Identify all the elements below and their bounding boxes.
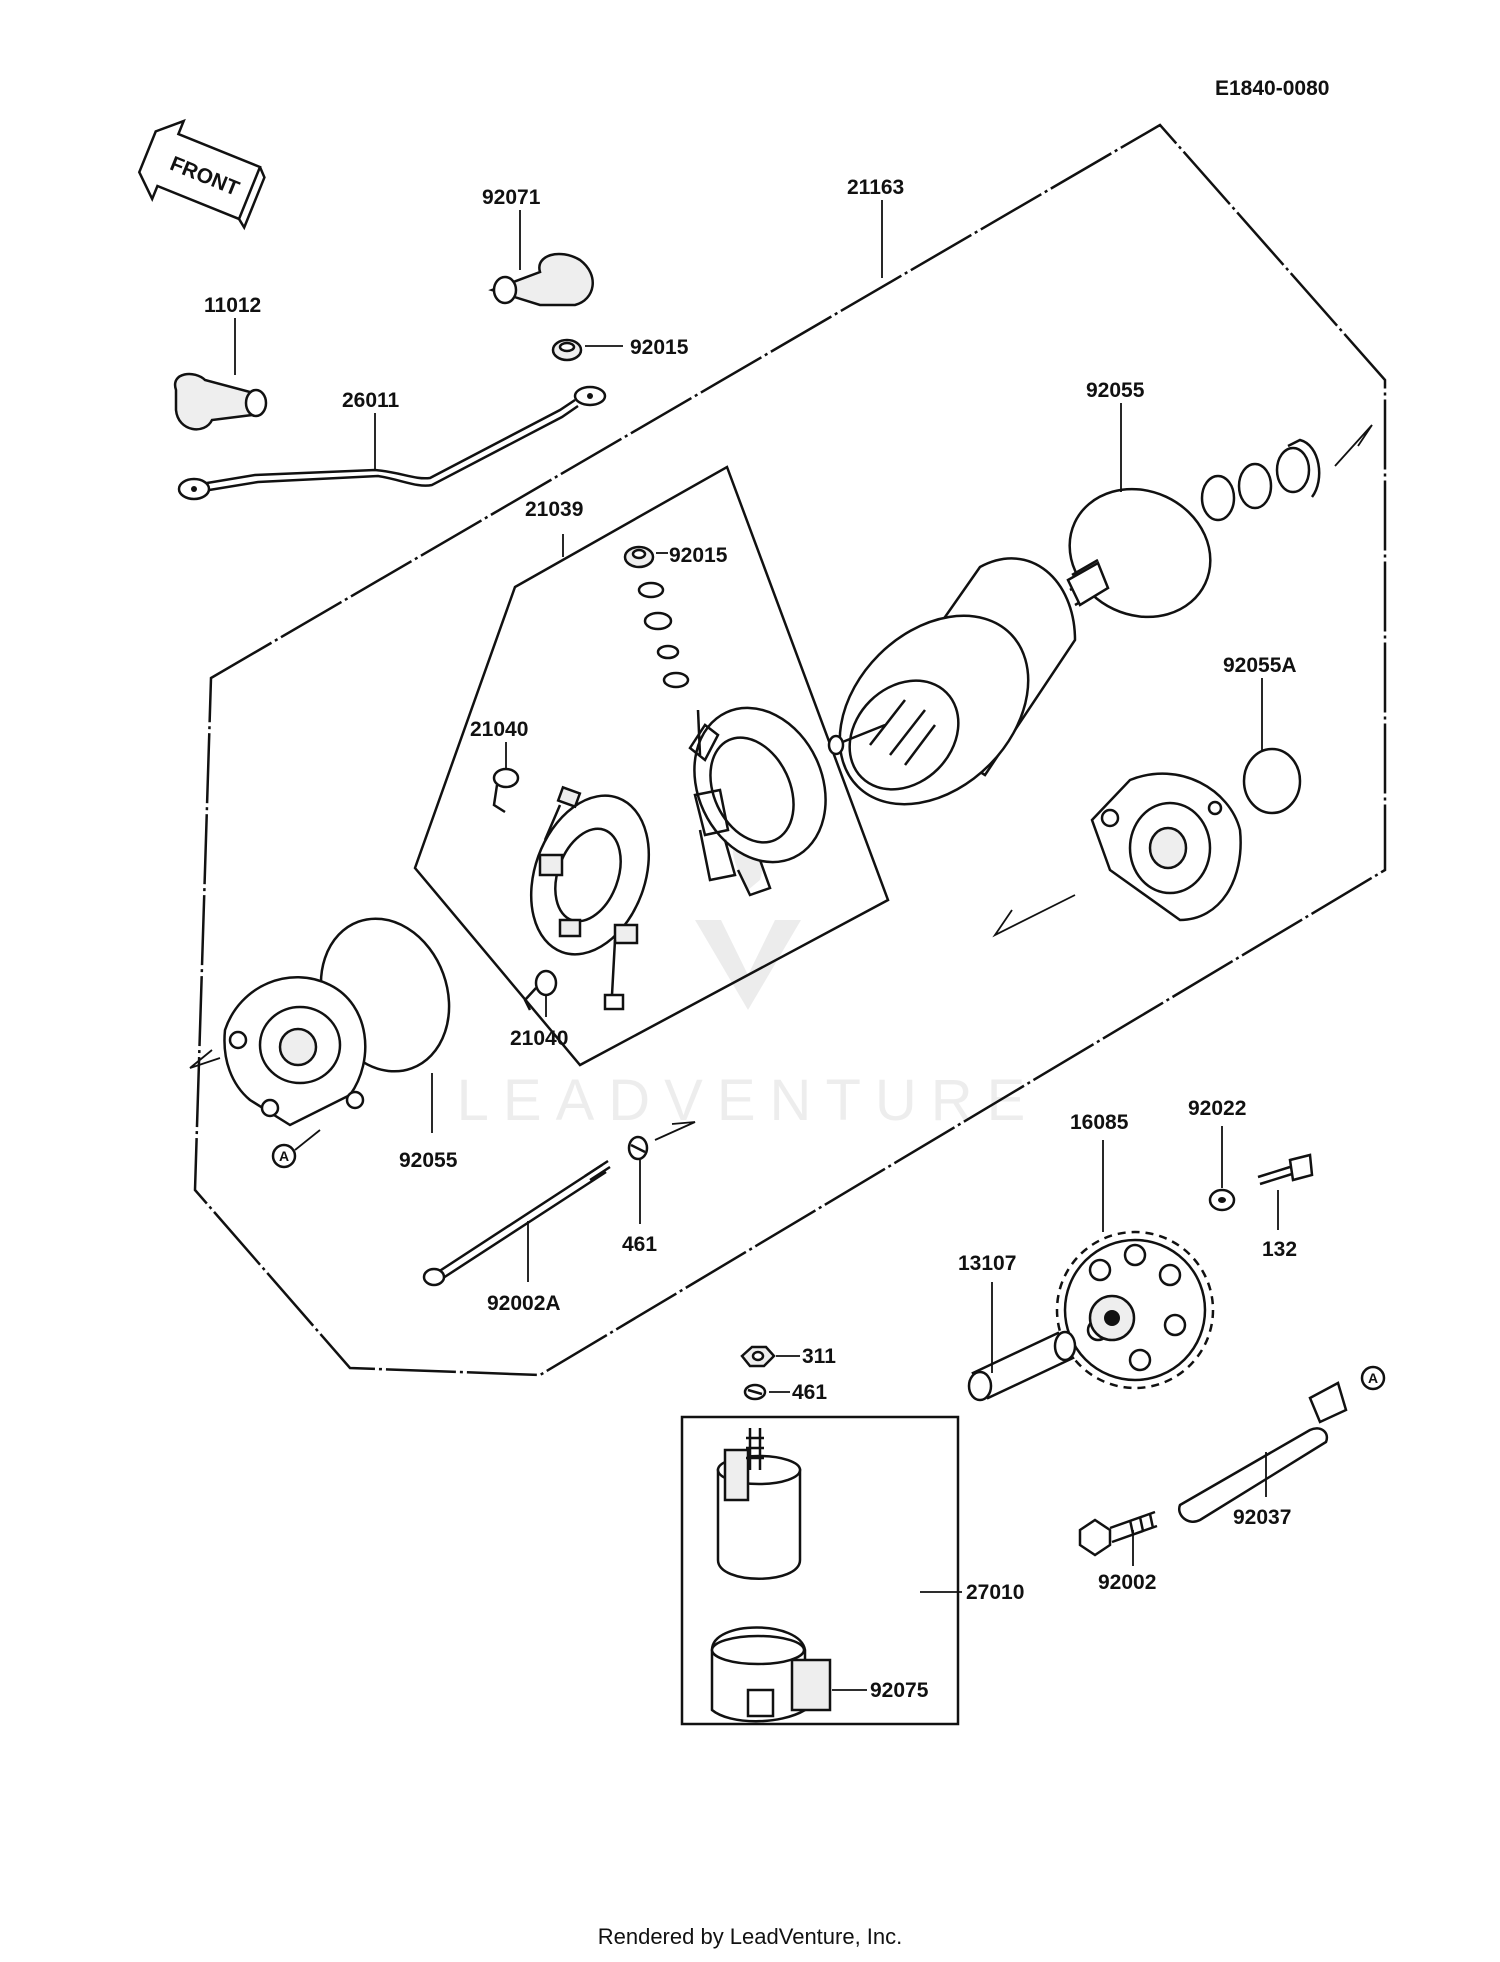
lock-washer-461-mid: [627, 1135, 649, 1161]
label-92002: 92002: [1098, 1571, 1156, 1594]
arrow-left-cover: [189, 1049, 221, 1069]
cap-92071: [488, 252, 594, 307]
arrow-right-top: [1334, 424, 1373, 467]
o-ring-92055-top: [1068, 487, 1212, 619]
o-ring-92055A: [1242, 747, 1302, 815]
assembly-21163-outline: [193, 123, 1387, 1377]
label-92015-top: 92015: [630, 336, 689, 359]
nut-92015-top: [551, 338, 583, 362]
label-13107: 13107: [958, 1252, 1016, 1275]
label-92055-bottom: 92055: [399, 1149, 458, 1172]
ref-marker-left-label: A: [279, 1148, 289, 1164]
through-bolt-92002A: [422, 1159, 611, 1287]
footer-credit: Rendered by LeadVenture, Inc.: [598, 1924, 903, 1949]
ref-marker-right-label: A: [1368, 1370, 1378, 1386]
nut-311: [740, 1345, 776, 1368]
spring-21040-top: [492, 767, 520, 814]
label-92015-mid: 92015: [669, 544, 728, 567]
label-27010: 27010: [966, 1581, 1024, 1604]
label-21040-bottom: 21040: [510, 1027, 568, 1050]
ref-marker-right: [1360, 1365, 1386, 1391]
watermark-text: LEADVENTURE: [457, 1068, 1040, 1133]
label-92002A: 92002A: [487, 1292, 561, 1315]
motor-yoke: [827, 557, 1110, 806]
solenoid-box-27010: [680, 1415, 960, 1726]
lead-wire-26011: [177, 385, 607, 501]
arrow-right-mid: [992, 894, 1076, 938]
label-11012: 11012: [204, 294, 261, 317]
label-92075: 92075: [870, 1679, 929, 1702]
leadventure-watermark: LEADVENTURE: [457, 812, 1040, 1133]
label-461-low: 461: [792, 1381, 827, 1404]
cap-11012: [173, 372, 268, 431]
arrow-461: [654, 1121, 696, 1141]
label-92022: 92022: [1188, 1097, 1246, 1120]
label-92037: 92037: [1233, 1506, 1291, 1529]
ground-strap-92037: [1177, 1381, 1348, 1523]
shim-washers: [1200, 438, 1321, 522]
solenoid-body: [716, 1428, 802, 1580]
bolt-92002: [1078, 1510, 1158, 1557]
bolt-132: [1257, 1153, 1314, 1186]
label-21163: 21163: [847, 176, 904, 199]
washer-stack-92015: [623, 545, 690, 689]
label-132: 132: [1262, 1238, 1297, 1261]
brush-holder: [688, 706, 827, 897]
brush-assembly-21039-outline: [413, 465, 890, 1067]
label-92055-top: 92055: [1086, 379, 1145, 402]
shaft-13107: [967, 1330, 1077, 1402]
brush-plate: [529, 785, 651, 1011]
diagram-code: E1840-0080: [1215, 77, 1329, 100]
end-cover-right: [1090, 772, 1242, 922]
ref-marker-left: [271, 1143, 297, 1169]
label-21040-top: 21040: [470, 718, 528, 741]
label-311: 311: [802, 1345, 836, 1368]
label-461-mid: 461: [622, 1233, 657, 1256]
label-92055A: 92055A: [1223, 654, 1297, 677]
lock-washer-461-low: [743, 1383, 767, 1401]
leader-lines: [234, 200, 1279, 1691]
front-arrow-icon: FRONT: [137, 118, 266, 231]
label-26011: 26011: [342, 389, 400, 412]
solenoid-cover-92075: [710, 1626, 832, 1723]
end-cover-left: [223, 976, 367, 1127]
label-16085: 16085: [1070, 1111, 1129, 1134]
washer-92022: [1208, 1188, 1236, 1212]
gear-16085: [1055, 1230, 1215, 1390]
label-92071: 92071: [482, 186, 541, 209]
label-21039: 21039: [525, 498, 583, 521]
